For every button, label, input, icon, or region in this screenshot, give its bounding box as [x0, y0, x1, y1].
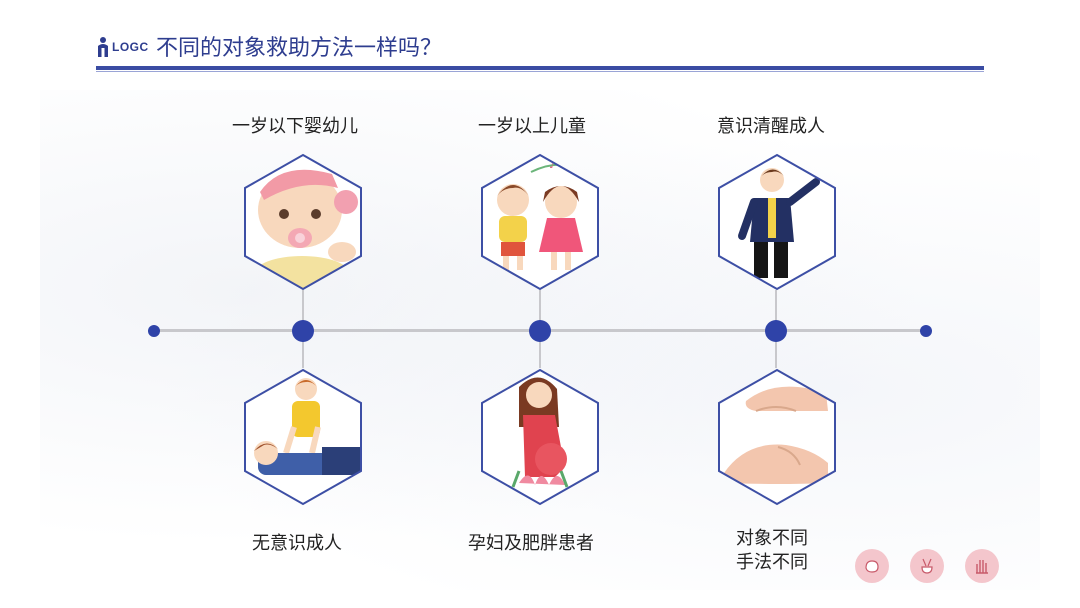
hand-victory-icon[interactable]	[910, 549, 944, 583]
timeline-node-1[interactable]	[292, 320, 314, 342]
hex-pregnant[interactable]	[479, 367, 601, 507]
hand-fist-icon[interactable]	[855, 549, 889, 583]
hex-infant[interactable]	[242, 152, 364, 292]
top-label-child: 一岁以上儿童	[478, 112, 586, 138]
logo-mark-icon	[96, 36, 110, 58]
timeline-node-2[interactable]	[529, 320, 551, 342]
timeline-node-3[interactable]	[765, 320, 787, 342]
timeline-start-dot	[148, 325, 160, 337]
bottom-label-technique: 对象不同 手法不同	[736, 527, 808, 575]
infant-illustration	[242, 152, 364, 292]
top-label-conscious-adult: 意识清醒成人	[717, 112, 825, 138]
pregnant-woman-illustration	[479, 367, 601, 507]
hands-technique-illustration	[716, 367, 838, 507]
children-illustration: ♪ ♫	[479, 152, 601, 292]
header-divider-thin	[96, 71, 984, 72]
hex-technique[interactable]	[716, 367, 838, 507]
top-label-infant: 一岁以下婴幼儿	[232, 112, 358, 138]
timeline-end-dot	[920, 325, 932, 337]
header: LOGC 不同的对象救助方法一样吗？	[96, 28, 986, 68]
header-divider	[96, 66, 984, 70]
bottom-label-pregnant: 孕妇及肥胖患者	[468, 529, 594, 555]
hand-palm-icon[interactable]	[965, 549, 999, 583]
bottom-label-technique-line2: 手法不同	[736, 551, 808, 575]
logo-text: LOGC	[112, 40, 149, 54]
adult-illustration	[716, 152, 838, 292]
bottom-label-unconscious-adult: 无意识成人	[252, 529, 342, 555]
logo: LOGC	[96, 34, 149, 60]
hex-child[interactable]: ♪ ♫	[479, 152, 601, 292]
hex-unconscious-adult[interactable]	[242, 367, 364, 507]
cpr-illustration	[242, 367, 364, 507]
page-title: 不同的对象救助方法一样吗？	[156, 30, 442, 62]
hex-conscious-adult[interactable]	[716, 152, 838, 292]
bottom-label-technique-line1: 对象不同	[736, 527, 808, 551]
